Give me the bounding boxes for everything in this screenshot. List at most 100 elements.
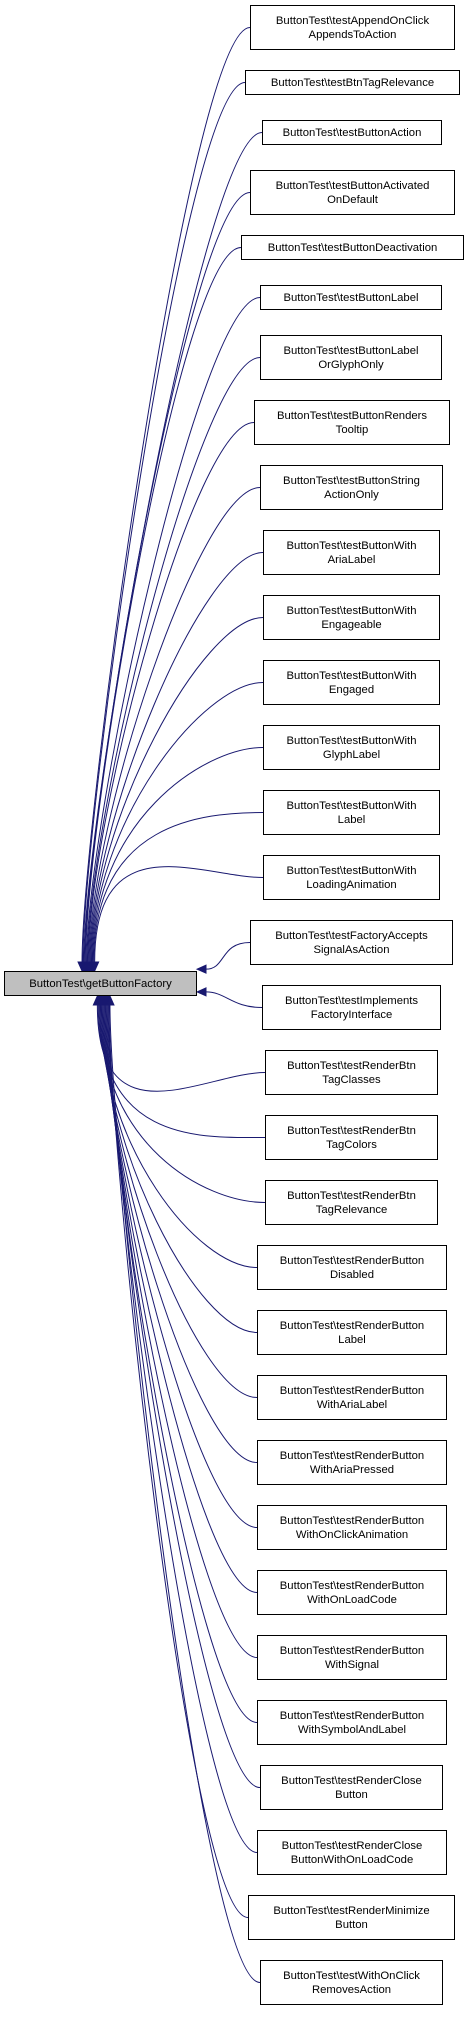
caller-node-label-line: FactoryInterface [310,1008,393,1021]
caller-node-label-line: Disabled [330,1268,374,1281]
caller-node-label-line: ButtonTest\testAppendOnClick [275,14,430,27]
caller-node-label-line: ButtonTest\testButtonWith [286,539,417,552]
caller-node-label-line: ButtonTest\testButtonRenders [276,409,428,422]
call-edge [84,192,251,963]
caller-node-label-line: ButtonTest\testRenderBtn [287,1059,416,1072]
caller-node-label-line: Button [335,1918,368,1931]
caller-node-label-line: ButtonTest\testRenderButton [279,1319,425,1332]
caller-node[interactable]: ButtonTest\testButtonLabel [260,285,442,310]
caller-node-label-line: WithSymbolAndLabel [297,1723,406,1736]
caller-node-label-line: ButtonTest\testRenderMinimize [273,1904,430,1917]
call-edge [100,1004,258,1333]
caller-node-label-line: Engageable [321,618,382,631]
call-edge [90,617,264,963]
caller-node-label-line: Label [337,813,366,826]
call-edge [81,27,251,963]
caller-node-label-line: Tooltip [335,423,369,436]
call-edge [93,812,264,963]
caller-node-label-line: OnDefault [327,193,378,206]
caller-node-label-line: AppendsToAction [308,28,397,41]
call-edge [86,297,261,963]
caller-node-label-line: ButtonWithOnLoadCode [290,1853,414,1866]
caller-node-label-line: ButtonTest\testButtonAction [282,126,422,139]
caller-node-label-line: Button [335,1788,368,1801]
caller-node-label-line: RemovesAction [311,1983,392,1996]
call-edge [106,1004,261,1788]
call-edge [99,1004,258,1268]
call-edge [88,487,261,963]
call-edge [85,247,242,963]
arrowhead [195,964,207,974]
root-node-label: ButtonTest\getButtonFactory [29,977,172,990]
arrowhead [195,987,207,997]
call-edge [82,82,246,963]
caller-node-label-line: ButtonTest\testButtonWith [286,669,417,682]
call-edge [96,1004,266,1092]
call-edge [97,1004,266,1139]
caller-node-label-line: WithOnLoadCode [307,1593,397,1606]
caller-node-label-line: ButtonTest\testRenderButton [279,1254,425,1267]
caller-node-label-line: WithAriaPressed [309,1463,395,1476]
caller-node-label-line: LoadingAnimation [306,878,397,891]
call-edge [91,682,264,963]
caller-node[interactable]: ButtonTest\testBtnTagRelevance [245,70,460,95]
caller-node-label-line: WithOnClickAnimation [295,1528,409,1541]
caller-node-label-line: ButtonTest\testRenderBtn [287,1124,416,1137]
caller-node-label-line: ButtonTest\testButtonWith [286,799,417,812]
caller-node-label-line: ButtonTest\testRenderBtn [287,1189,416,1202]
arrowhead [105,994,115,1006]
caller-node-label-line: ButtonTest\testFactoryAccepts [275,929,428,942]
caller-node-label-line: ButtonTest\testButtonWith [286,604,417,617]
call-edge [109,1004,261,1983]
caller-node-label-line: ButtonTest\testImplements [284,994,419,1007]
caller-node-label-line: ButtonTest\testBtnTagRelevance [270,76,435,89]
call-edge [86,357,261,963]
call-edge [94,866,264,963]
caller-node-label-line: ButtonTest\testRenderButton [279,1384,425,1397]
caller-node-label-line: ButtonTest\testButtonWith [286,864,417,877]
caller-node[interactable]: ButtonTest\testButtonDeactivation [241,235,464,260]
caller-node-label-line: GlyphLabel [322,748,381,761]
caller-node-label-line: ButtonTest\testButtonLabel [283,291,419,304]
caller-node-label-line: ActionOnly [324,488,379,501]
caller-node-label-line: AriaLabel [327,553,376,566]
caller-node-label-line: ButtonTest\testRenderClose [281,1774,422,1787]
caller-node-label-line: ButtonTest\testButtonString [283,474,420,487]
caller-node-label-line: ButtonTest\testRenderButton [279,1514,425,1527]
caller-node-label-line: WithAriaLabel [316,1398,388,1411]
caller-node-label-line: ButtonTest\testRenderButton [279,1579,425,1592]
caller-node-label-line: ButtonTest\testButtonWith [286,734,417,747]
caller-node[interactable]: ButtonTest\testButtonAction [262,120,442,145]
caller-node-label-line: TagRelevance [315,1203,388,1216]
call-edge [89,552,264,963]
